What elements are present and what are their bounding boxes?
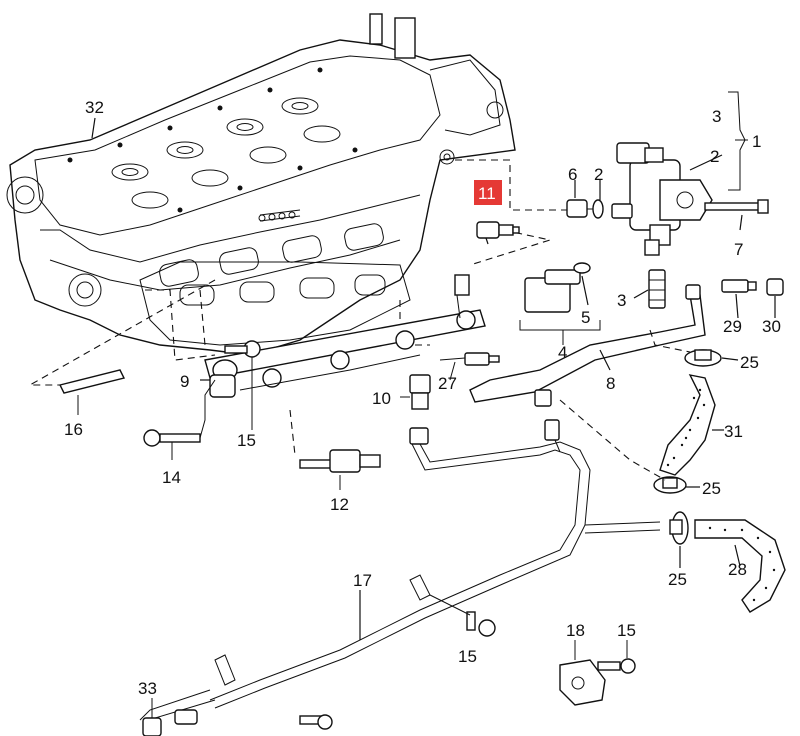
callout-5: 5	[581, 308, 590, 327]
callout-18: 18	[566, 621, 585, 640]
bracket-18	[559, 640, 636, 706]
hose-31	[659, 374, 716, 476]
part-16	[58, 369, 126, 415]
bracket-33	[142, 698, 162, 736]
hose-28	[694, 519, 786, 613]
part-3	[648, 269, 666, 309]
callout-15-top: 15	[237, 431, 256, 450]
part-29-fitting	[721, 279, 757, 293]
callout-25-lower: 25	[668, 570, 687, 589]
bolt-15-lower	[429, 594, 496, 637]
callout-25-upper: 25	[740, 353, 759, 372]
sensor-10	[400, 374, 431, 410]
part-27	[439, 352, 500, 381]
bolt-15-top	[224, 340, 261, 430]
callout-3: 3	[617, 291, 626, 310]
callout-31: 31	[724, 422, 743, 441]
intake-gasket	[139, 261, 411, 346]
high-pressure-pump	[611, 142, 769, 256]
part-2-oring	[592, 199, 604, 219]
part-30-cap	[766, 278, 784, 296]
callout-2: 2	[594, 165, 603, 184]
callout-11-highlight: 11	[474, 180, 502, 205]
part-4-connector	[519, 262, 601, 345]
callout-30: 30	[762, 317, 781, 336]
callout-11: 11	[478, 184, 496, 203]
callout-32: 32	[85, 98, 104, 117]
callout-33: 33	[138, 679, 157, 698]
clamp-25-lower	[669, 511, 689, 545]
clamp-25-mid	[559, 399, 687, 494]
callout-28: 28	[728, 560, 747, 579]
cylinder-head	[6, 13, 516, 356]
callout-25-mid: 25	[702, 479, 721, 498]
callout-9: 9	[180, 372, 189, 391]
callout-27: 27	[438, 374, 457, 393]
callout-1: 1	[752, 132, 761, 151]
callout-6: 6	[568, 165, 577, 184]
fuel-line-17	[139, 419, 661, 729]
fuel-rail	[204, 274, 486, 398]
callout-4: 4	[558, 343, 567, 362]
sensor-12	[289, 409, 381, 490]
callout-10: 10	[372, 389, 391, 408]
bolt-14	[143, 379, 216, 460]
clamp-25-upper	[649, 329, 722, 367]
callout-8: 8	[606, 374, 615, 393]
callout-12: 12	[330, 495, 349, 514]
bolt-bottom	[299, 714, 333, 730]
callout-14: 14	[162, 468, 181, 487]
callout-15-right: 15	[617, 621, 636, 640]
callouts: 32 3 1 2 6 2 7 3 5 4 29 30 25 8 31 25 25…	[64, 98, 781, 698]
callout-16: 16	[64, 420, 83, 439]
fuel-line-8	[469, 284, 706, 407]
callout-3-top: 3	[712, 107, 721, 126]
callout-7: 7	[734, 240, 743, 259]
callout-15-lower: 15	[458, 647, 477, 666]
part-6-sleeve	[566, 199, 588, 218]
callout-17: 17	[353, 571, 372, 590]
part-11-sensor	[476, 221, 520, 239]
callout-2-top: 2	[710, 147, 719, 166]
callout-29: 29	[723, 317, 742, 336]
